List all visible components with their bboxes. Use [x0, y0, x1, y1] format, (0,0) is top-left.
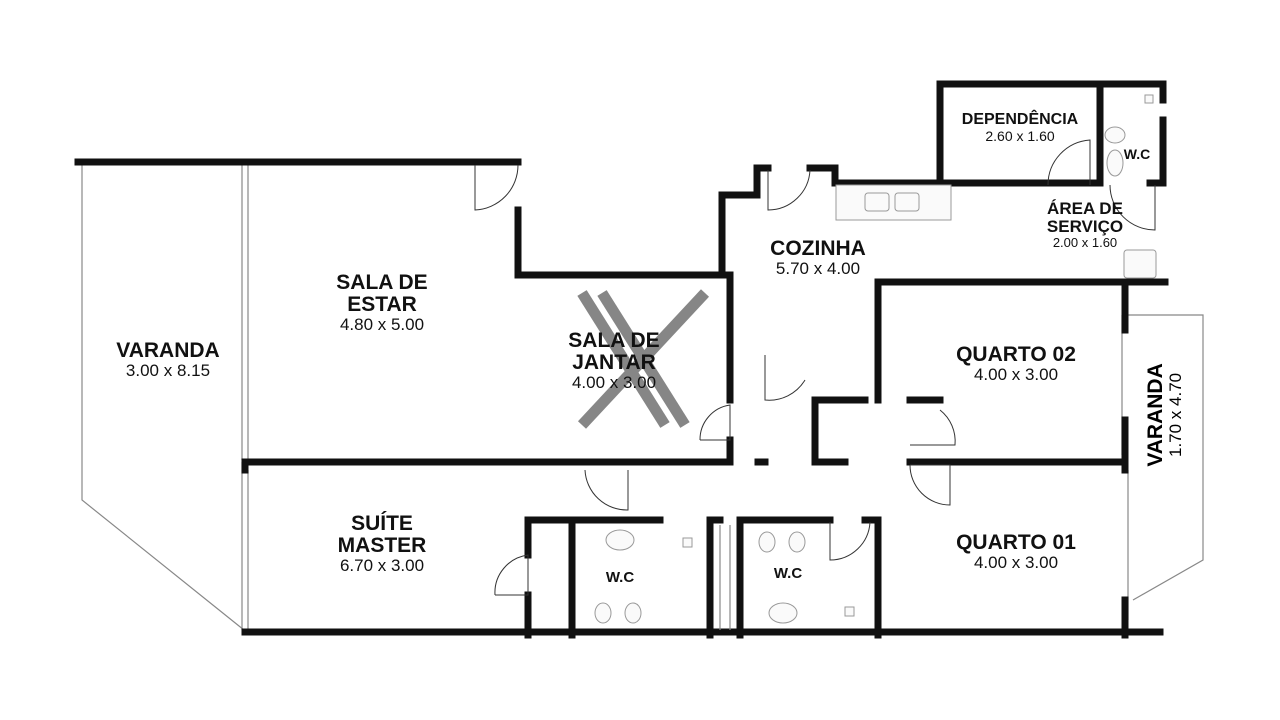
room-wc-service: W.C	[1124, 147, 1150, 162]
room-quarto-01: QUARTO 01 4.00 x 3.00	[956, 531, 1076, 573]
room-name: W.C	[1123, 146, 1151, 162]
room-area-de-servico: ÁREA DE SERVIÇO 2.00 x 1.60	[1035, 200, 1135, 249]
fixtures	[594, 94, 1157, 630]
room-name: W.C	[773, 565, 803, 582]
room-dims: 3.00 x 8.15	[125, 361, 211, 381]
room-sala-de-estar: SALA DE ESTAR 4.80 x 5.00	[317, 271, 447, 335]
room-dims: 1.70 x 4.70	[1166, 372, 1186, 458]
room-quarto-02: QUARTO 02 4.00 x 3.00	[956, 343, 1076, 385]
room-name: QUARTO 01	[956, 531, 1076, 554]
room-dims: 6.70 x 3.00	[339, 556, 425, 576]
room-dims: 4.80 x 5.00	[339, 315, 425, 335]
room-name: COZINHA	[770, 237, 866, 260]
walls	[74, 80, 1169, 639]
room-dims: 2.00 x 1.60	[1052, 234, 1118, 250]
watermark-logo	[577, 289, 710, 429]
balcony-outline-left	[81, 165, 249, 631]
room-varanda-right: VARANDA 1.70 x 4.70	[1144, 360, 1186, 470]
room-dependencia: DEPENDÊNCIA 2.60 x 1.60	[961, 111, 1079, 144]
room-sala-de-jantar: SALA DE JANTAR 4.00 x 3.00	[559, 329, 669, 393]
room-name: DEPENDÊNCIA	[961, 111, 1079, 128]
room-varanda: VARANDA 3.00 x 8.15	[116, 339, 220, 381]
room-name: VARANDA	[116, 339, 220, 362]
room-wc-suite: W.C	[606, 570, 634, 586]
room-name: QUARTO 02	[956, 343, 1076, 366]
room-suite-master: SUÍTE MASTER 6.70 x 3.00	[327, 512, 437, 576]
room-dims: 4.00 x 3.00	[973, 553, 1059, 573]
room-name: SUÍTE MASTER	[337, 512, 427, 558]
room-name: W.C	[605, 569, 635, 586]
room-name: SALA DE JANTAR	[568, 329, 660, 375]
doors	[474, 139, 1156, 596]
room-cozinha: COZINHA 5.70 x 4.00	[770, 237, 866, 279]
room-name: ÁREA DE SERVIÇO	[1046, 199, 1124, 236]
room-dims: 4.00 x 3.00	[973, 365, 1059, 385]
room-wc-social: W.C	[774, 566, 802, 582]
room-name: SALA DE ESTAR	[336, 271, 428, 317]
room-dims: 5.70 x 4.00	[775, 259, 861, 279]
room-name: VARANDA	[1144, 363, 1168, 467]
room-dims: 2.60 x 1.60	[985, 127, 1055, 144]
room-dims: 4.00 x 3.00	[571, 373, 657, 393]
